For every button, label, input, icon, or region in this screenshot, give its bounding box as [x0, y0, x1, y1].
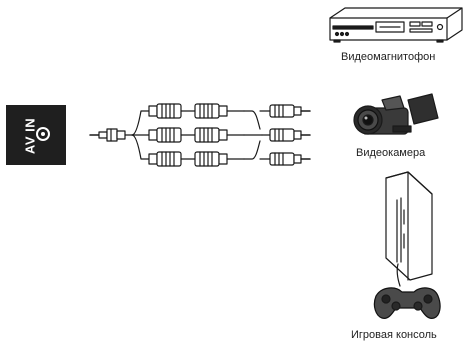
game-console-label: Игровая консоль: [351, 329, 437, 341]
rca-connector-row-bottom: [148, 151, 245, 167]
game-console-icon: [373, 171, 441, 319]
camcorder-label: Видеокамера: [356, 147, 426, 159]
av-cable-icon: [89, 110, 263, 160]
rca-connector-row-top: [148, 103, 245, 119]
vcr-label: Видеомагнитофон: [341, 51, 436, 63]
rca-output-plugs: [259, 104, 311, 166]
camcorder-icon: [353, 93, 439, 135]
rca-jack-icon: [36, 127, 50, 141]
rca-connector-row-middle: [148, 127, 245, 143]
vcr-icon: [329, 7, 463, 43]
